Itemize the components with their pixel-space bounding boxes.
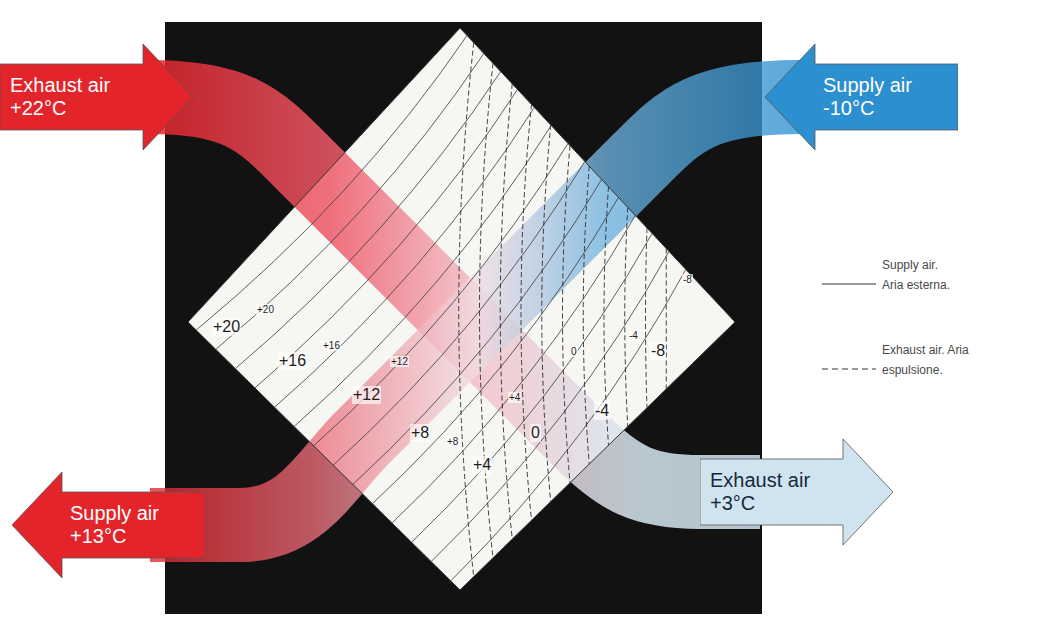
- temperature-value: +16: [322, 340, 341, 351]
- temperature-value: +8: [410, 424, 430, 442]
- exhaust-isotherm: [666, 249, 667, 390]
- flow-label: Supply air +13°C: [70, 502, 195, 548]
- supply-isotherm: [353, 179, 602, 484]
- flow-arrow: Exhaust air +22°C: [0, 44, 193, 150]
- temperature-value: +20: [256, 304, 275, 315]
- legend-line-sample: [820, 255, 878, 296]
- temperature-value: +4: [472, 456, 492, 474]
- supply-isotherm: [412, 233, 653, 542]
- flow-label: Exhaust air +22°C: [10, 74, 135, 120]
- temperature-value: +12: [352, 386, 381, 404]
- exhaust-isotherm: [646, 228, 648, 408]
- arrow-fill: [765, 44, 958, 150]
- temperature-value: -4: [628, 330, 639, 341]
- temperature-value: 0: [530, 424, 541, 442]
- supply-isotherm: [274, 107, 534, 407]
- temperature-value: +20: [212, 318, 241, 336]
- temperature-value: 0: [570, 346, 578, 357]
- arrow-fill: [12, 472, 205, 578]
- legend-entry: Exhaust air. Aria espulsione.: [820, 340, 972, 381]
- arrow-fill: [700, 439, 893, 545]
- flow-label: Exhaust air +3°C: [710, 469, 835, 515]
- exhaust-isotherm: [625, 207, 628, 426]
- supply-isotherm: [372, 197, 618, 503]
- temperature-value: -4: [594, 402, 610, 420]
- flow-arrow: Exhaust air +3°C: [700, 439, 893, 545]
- flow-label: Supply air -10°C: [823, 74, 948, 120]
- supply-isotherm: [314, 143, 568, 445]
- legend-line-sample: [820, 340, 878, 381]
- temperature-value: -8: [650, 342, 666, 360]
- temperature-value: +4: [508, 392, 521, 403]
- legend-entry: Supply air. Aria esterna.: [820, 255, 955, 296]
- exhaust-isotherm: [583, 166, 589, 464]
- legend-text: Exhaust air. Aria espulsione.: [882, 340, 972, 381]
- legend-line: [822, 283, 876, 284]
- temperature-value: +12: [390, 356, 409, 367]
- exhaust-isotherm: [521, 104, 532, 520]
- supply-isotherm: [392, 215, 635, 523]
- exhaust-isotherm: [563, 146, 571, 483]
- temperature-value: +16: [278, 352, 307, 370]
- exhaust-isotherm: [480, 63, 494, 558]
- flow-arrow: Supply air +13°C: [12, 472, 205, 578]
- supply-isotherm: [216, 53, 484, 349]
- temperature-value: -8: [682, 274, 693, 285]
- exhaust-isotherm: [500, 84, 512, 539]
- supply-isotherm: [294, 125, 551, 426]
- supply-isotherm: [333, 161, 585, 465]
- temperature-value: +8: [446, 436, 459, 447]
- legend-text: Supply air. Aria esterna.: [882, 255, 955, 296]
- exhaust-isotherm: [459, 43, 474, 577]
- supply-isotherm: [431, 251, 669, 561]
- arrow-fill: [0, 44, 193, 150]
- exhaust-isotherm: [542, 125, 551, 502]
- isotherm-lines: [196, 35, 686, 580]
- supply-isotherm: [196, 35, 467, 330]
- supply-isotherm: [255, 89, 518, 387]
- flow-arrow: Supply air -10°C: [765, 44, 958, 150]
- legend-line: [822, 368, 876, 369]
- core-outline: [188, 28, 735, 590]
- supply-isotherm: [451, 269, 686, 580]
